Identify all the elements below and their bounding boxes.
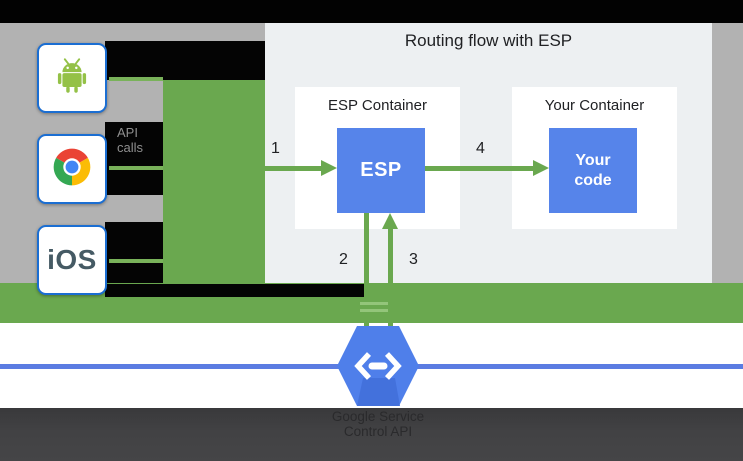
service-control-line1: Google Service [331,409,425,424]
step-3-label: 3 [409,251,418,268]
arrow-4-line [425,166,533,171]
android-icon [49,53,95,104]
step-2-label: 2 [339,251,348,268]
esp-node-label: ESP [360,159,402,181]
chrome-connector-line [109,166,163,170]
your-code-line2: code [574,171,612,189]
top-black-bar [0,0,743,23]
service-control-line2: Control API [343,424,413,439]
bar-crossing-mark [360,302,388,305]
step-4-label: 4 [476,140,485,157]
bar-crossing-mark [360,309,388,312]
step-1-label: 1 [271,140,280,157]
esp-node: ESP [337,128,425,213]
ios-client-box: iOS [37,225,107,295]
ios-connector-line [109,259,163,263]
black-overlay-bottom [105,222,163,287]
android-connector-line [109,77,163,81]
page-title: Routing flow with ESP [404,31,573,50]
green-vertical-bar [163,80,265,283]
chrome-client-box [37,134,107,204]
cloud-endpoints-icon [336,325,420,407]
black-overlay-band [105,284,365,297]
your-container-title: Your Container [544,97,645,114]
black-overlay-middle [105,122,163,195]
esp-container-title: ESP Container [328,97,427,114]
arrow-3-line [388,228,393,327]
service-control-label: Google Service Control API [278,409,478,439]
your-code-line1: Your [575,151,611,169]
black-overlay-top [105,41,265,80]
your-code-node: Your code [549,128,637,213]
arrow-4-head [533,160,549,176]
bottom-dark-bar [0,408,743,461]
api-calls-label: API calls [117,125,165,155]
android-client-box [37,43,107,113]
ios-label: iOS [47,244,97,275]
arrow-3-head [382,213,398,229]
arrow-1-head [321,160,337,176]
arrow-1-line [265,166,321,171]
right-gray-strip [712,23,743,283]
arrow-2-line [364,213,369,327]
api-calls-line1: API [117,125,138,140]
api-calls-line2: calls [117,140,144,155]
chrome-icon [50,145,94,194]
